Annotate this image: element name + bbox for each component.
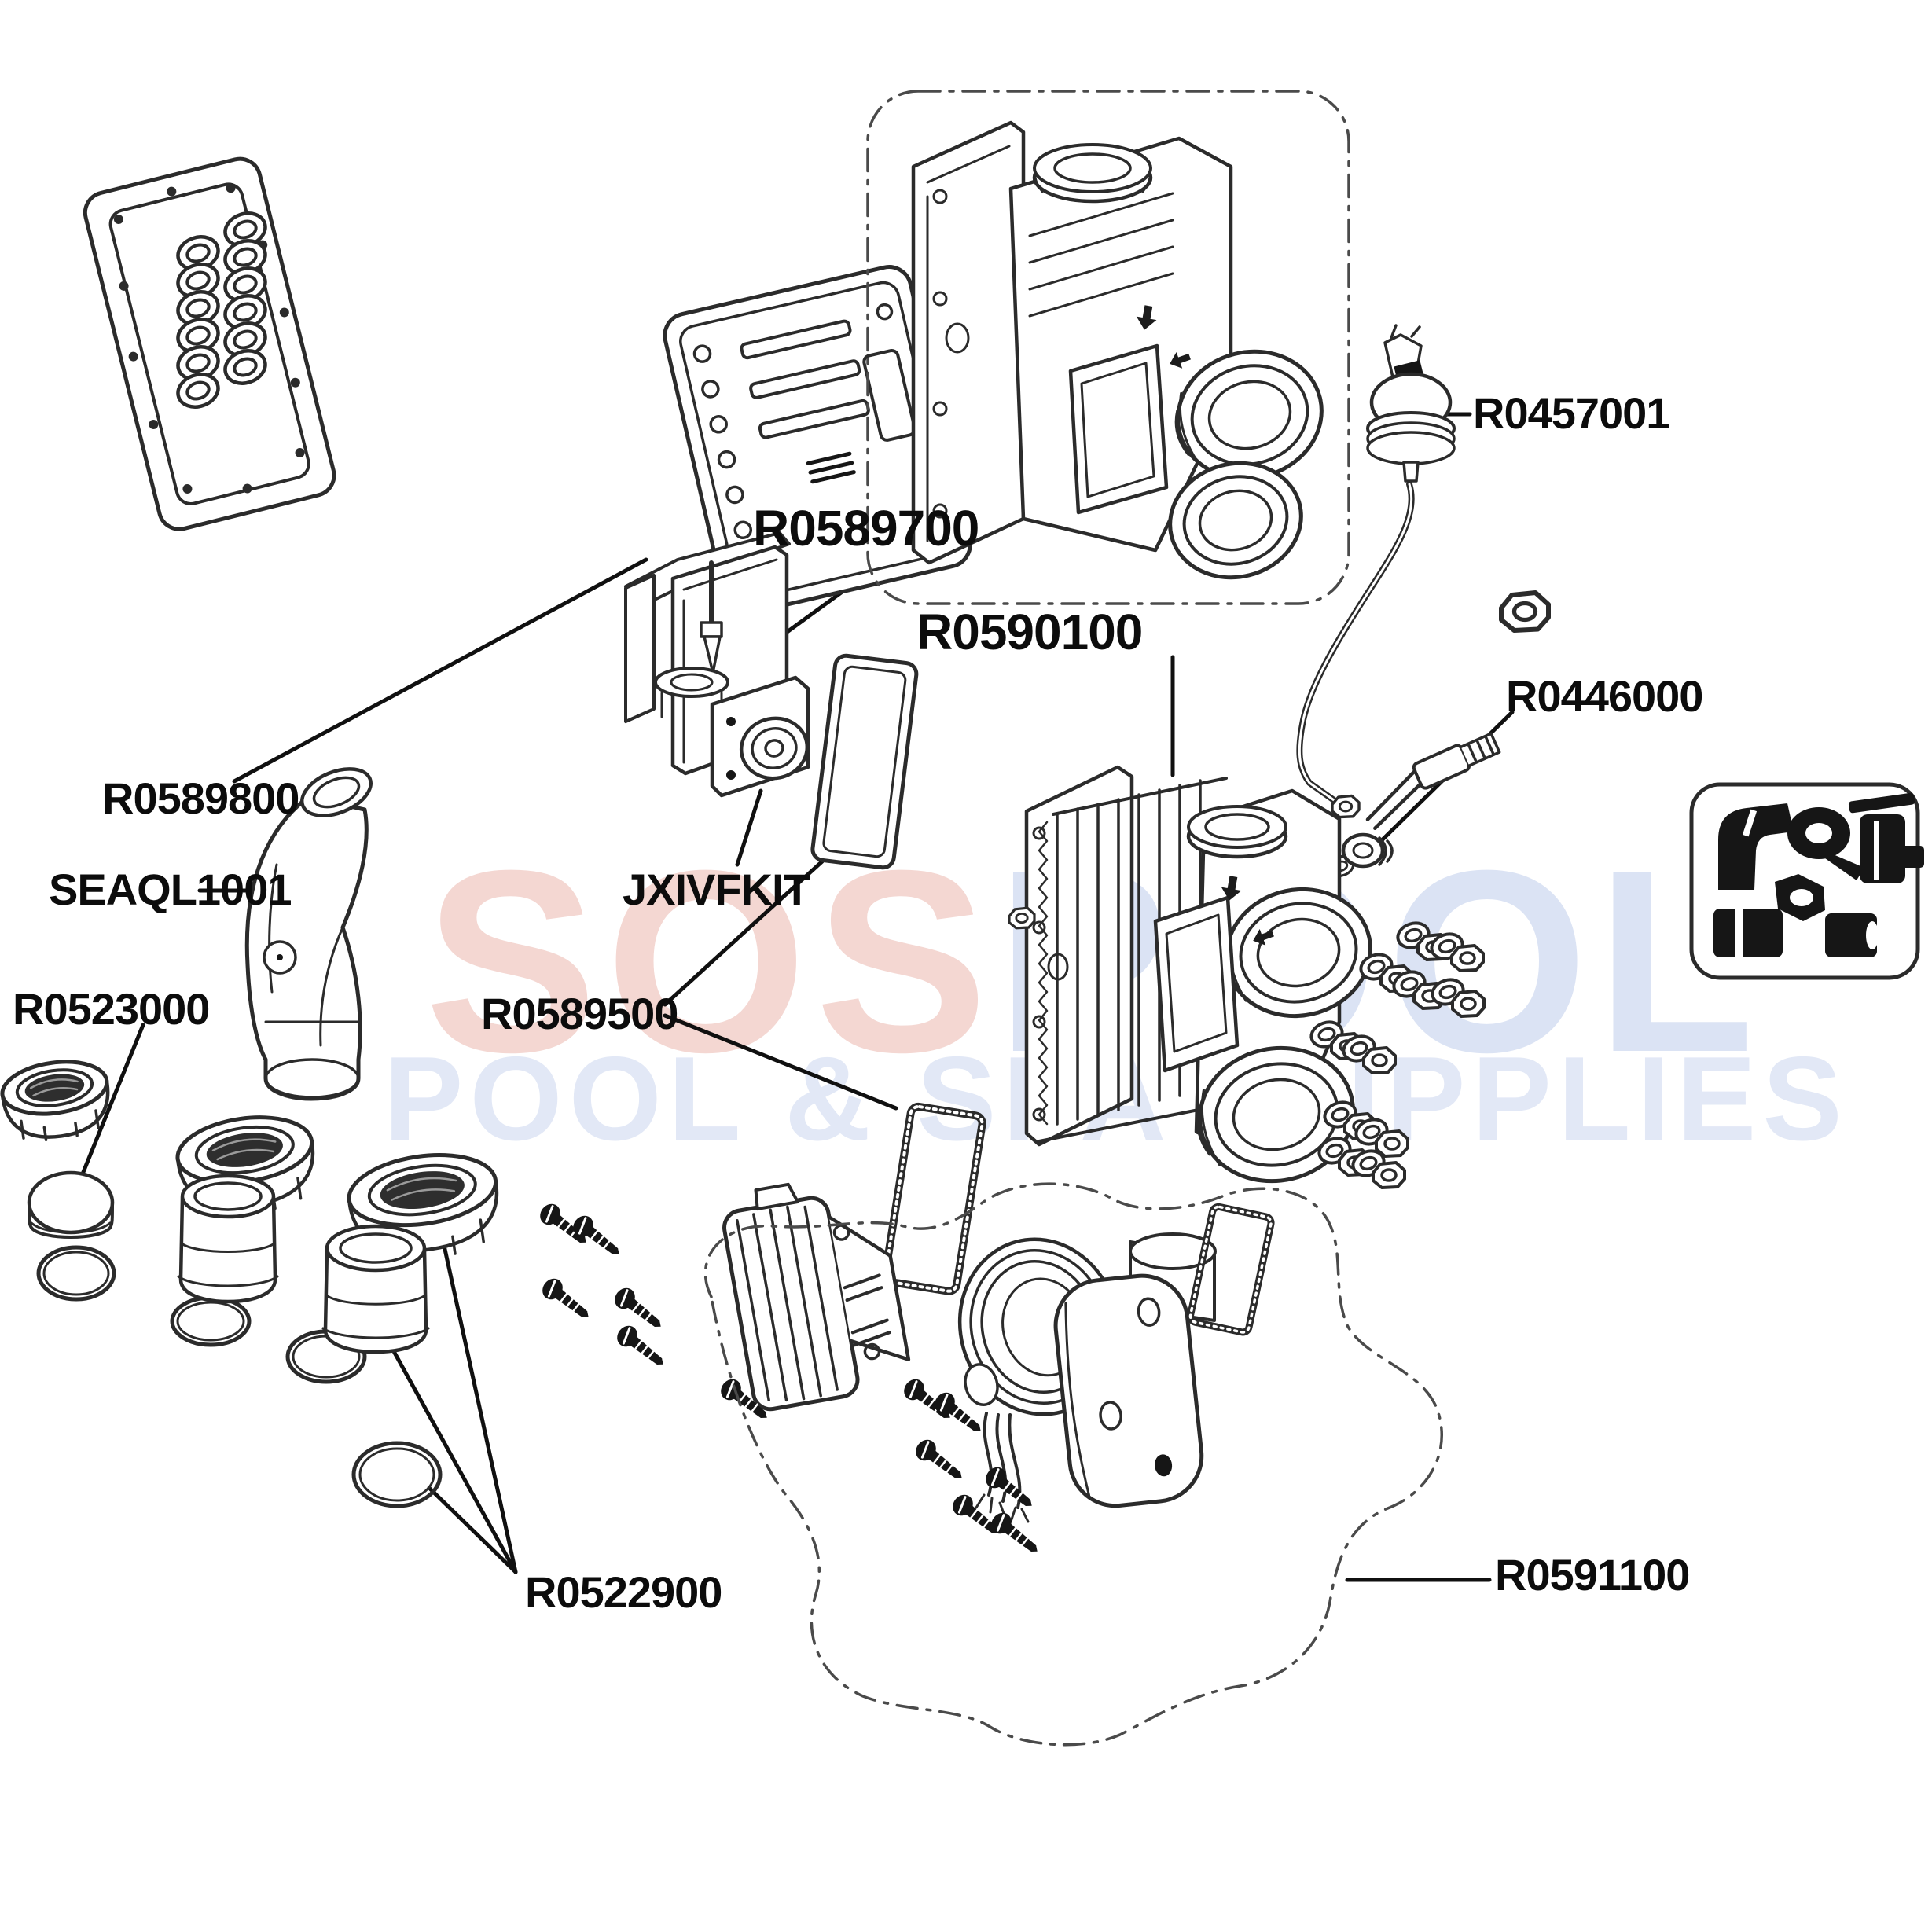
blower-motor-assembly bbox=[957, 1232, 1217, 1523]
vent-heat-sink bbox=[722, 1182, 911, 1412]
part-label-R0446000: R0446000 bbox=[1506, 671, 1703, 721]
part-label-R0523000: R0523000 bbox=[13, 984, 210, 1034]
dashed-boundary-blob bbox=[703, 1182, 1444, 1747]
sensor-tube bbox=[1296, 481, 1415, 819]
dashed-boundary-top bbox=[866, 90, 1350, 605]
part-label-R0591100: R0591100 bbox=[1495, 1550, 1690, 1600]
flue-elbow bbox=[244, 767, 373, 1101]
part-label-R0522900: R0522900 bbox=[525, 1567, 722, 1617]
union-nut bbox=[0, 1060, 110, 1141]
flue-manifold-assembly bbox=[911, 120, 1324, 580]
part-label-R0589800: R0589800 bbox=[102, 773, 299, 823]
burner-gasket-large bbox=[810, 653, 919, 870]
part-label-R0589700: R0589700 bbox=[753, 500, 979, 556]
part-label-SEAQL1001: SEAQL1001 bbox=[49, 865, 292, 914]
burner-gasket-small bbox=[881, 1102, 986, 1295]
drain-plug bbox=[1341, 832, 1394, 869]
part-label-R0590100: R0590100 bbox=[916, 604, 1143, 660]
o-ring bbox=[170, 1295, 252, 1347]
hardware-kit-box bbox=[1689, 782, 1924, 980]
part-label-JXIVFKIT: JXIVFKIT bbox=[623, 865, 810, 914]
heat-exchanger-assembly bbox=[1008, 765, 1373, 1184]
union-coupling bbox=[321, 1224, 430, 1354]
gas-valve bbox=[710, 675, 810, 798]
hex-plug bbox=[1501, 593, 1548, 630]
union-fittings bbox=[0, 1060, 499, 1508]
pressure-switch bbox=[1366, 324, 1456, 483]
o-ring bbox=[351, 1441, 443, 1508]
igniter-electrode bbox=[1365, 732, 1501, 831]
union-coupling bbox=[177, 1174, 279, 1304]
part-label-R0589500: R0589500 bbox=[481, 989, 678, 1038]
control-gasket bbox=[1186, 1203, 1275, 1336]
part-label-R0457001: R0457001 bbox=[1473, 388, 1670, 438]
o-ring bbox=[36, 1245, 116, 1302]
cap-disc bbox=[27, 1170, 115, 1239]
watermark-sos: SOS bbox=[424, 816, 996, 1106]
wiring-harness bbox=[975, 1412, 1030, 1523]
